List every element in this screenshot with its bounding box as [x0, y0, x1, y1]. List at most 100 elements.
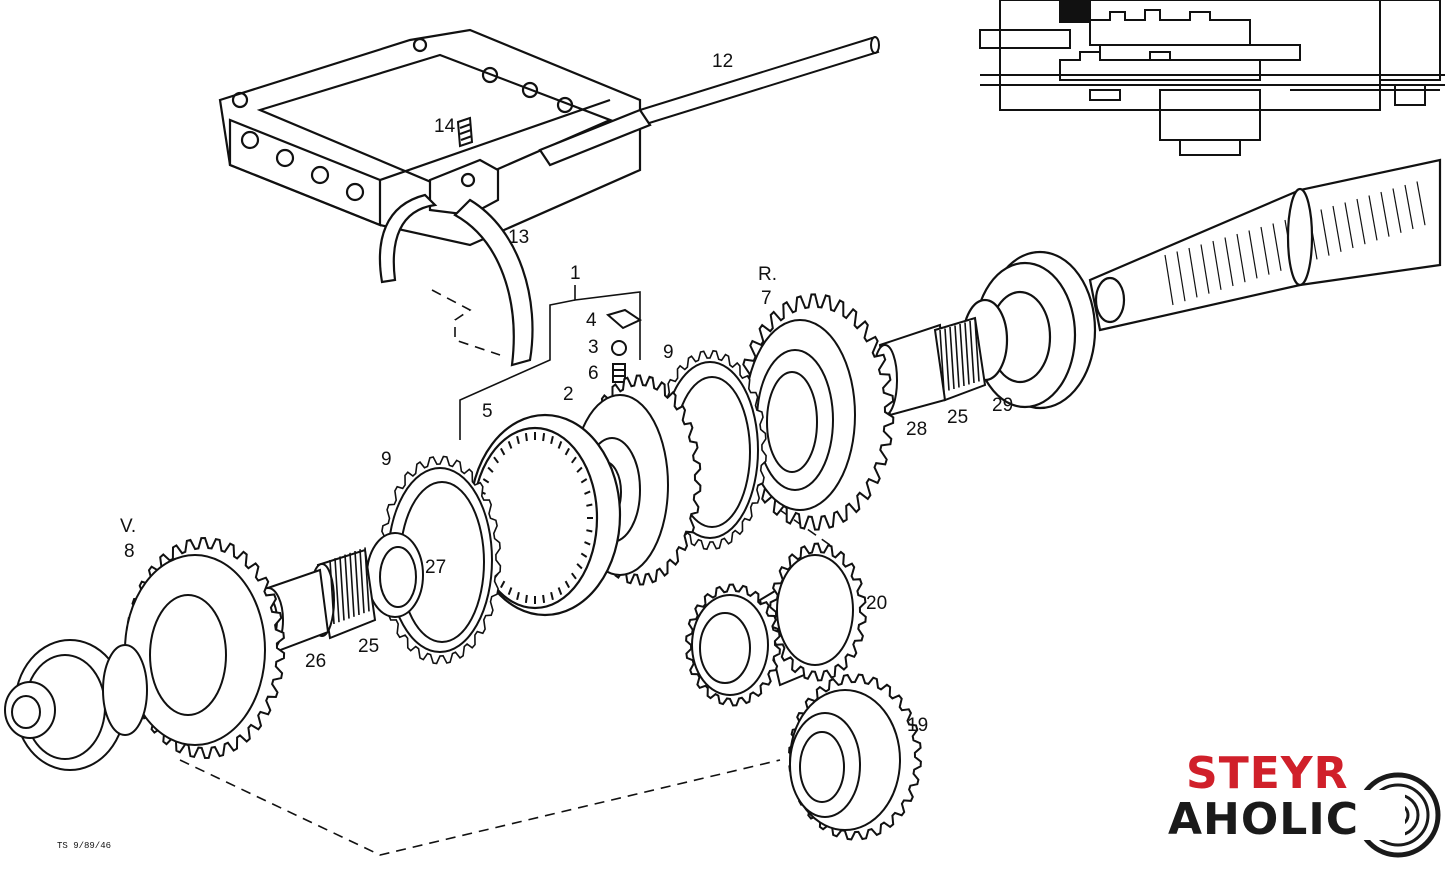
needle-roller	[974, 319, 980, 382]
shaft-spline	[1212, 240, 1222, 290]
ball-bearing-left	[4, 639, 148, 771]
needle-roller	[949, 326, 955, 390]
sleeve-tooth	[524, 594, 528, 604]
shaft-spline	[1356, 198, 1366, 245]
callout-6: 6	[588, 363, 599, 384]
sleeve-tooth	[542, 432, 546, 442]
sleeve-tooth	[507, 587, 513, 595]
sleeve-tooth	[500, 580, 506, 589]
sleeve-tooth	[580, 478, 588, 484]
callout-2: 2	[563, 384, 574, 405]
logo-line-aholic: AHOLIC	[1168, 794, 1359, 845]
shaft-spline	[1188, 247, 1198, 298]
callout-12: 12	[712, 51, 734, 72]
sleeve-tooth	[584, 541, 591, 546]
gearbox-schematic-inset	[979, 0, 1445, 156]
callout-26: 26	[305, 651, 327, 672]
callout-20: 20	[866, 593, 888, 614]
callout-1: 1	[570, 263, 581, 284]
shaft-spline	[1272, 223, 1282, 271]
callout-28: 28	[906, 419, 928, 440]
sleeve-tooth	[482, 478, 490, 484]
sleeve-tooth	[570, 572, 577, 580]
sleeve-tooth	[516, 591, 520, 601]
sleeve-tooth	[487, 466, 494, 473]
callout-8-prefix: V.	[120, 516, 137, 537]
ball-bearing-right	[961, 250, 1097, 410]
shaft-spline	[1416, 181, 1426, 226]
callout-7: 7	[761, 288, 772, 309]
forward-gear	[124, 536, 286, 760]
shaft-spline	[1392, 188, 1402, 233]
callout-27: 27	[425, 557, 447, 578]
callout-7-prefix: R.	[758, 264, 777, 285]
reverse-gear	[735, 293, 895, 531]
sleeve-tooth	[500, 447, 506, 456]
main-shaft	[1088, 158, 1442, 332]
needle-roller	[339, 556, 345, 621]
sleeve-tooth	[580, 552, 588, 558]
callout-25-left: 25	[358, 636, 380, 657]
sleeve-tooth	[586, 529, 593, 533]
sleeve-tooth	[550, 435, 554, 445]
sleeve-tooth	[542, 594, 546, 604]
callout-14: 14	[434, 116, 456, 137]
needle-roller	[354, 550, 360, 616]
callout-4: 4	[586, 310, 597, 331]
sleeve-tooth	[524, 432, 528, 442]
shift-fork	[378, 158, 534, 367]
needle-roller	[954, 325, 960, 388]
needle-roller	[349, 552, 355, 617]
shift-rail	[638, 36, 880, 126]
sleeve-tooth	[557, 587, 563, 595]
callout-5: 5	[482, 401, 493, 422]
needle-roller	[959, 323, 965, 387]
sleeve-tooth	[576, 563, 583, 570]
needle-roller	[944, 328, 950, 391]
needle-roller	[359, 549, 365, 614]
shaft-spline	[1320, 209, 1330, 256]
set-screw	[456, 116, 474, 148]
selector-housing	[218, 28, 652, 247]
needle-roller	[939, 329, 945, 393]
sleeve-tooth	[586, 503, 593, 507]
shaft-spline	[1224, 237, 1234, 287]
logo-line-steyr: STEYR	[1186, 748, 1349, 799]
callout-3: 3	[588, 337, 599, 358]
sleeve-tooth	[564, 447, 570, 456]
shaft-spline	[1260, 226, 1270, 275]
thrust-washer	[366, 532, 424, 618]
callout-8: 8	[124, 541, 135, 562]
callout-9-left: 9	[381, 449, 392, 470]
shaft-spline	[1176, 251, 1186, 302]
sleeve-tooth	[564, 580, 570, 589]
sleeve-tooth	[493, 456, 500, 464]
shaft-spline	[1344, 202, 1354, 249]
callout-9-right: 9	[663, 342, 674, 363]
needle-roller	[329, 559, 335, 625]
detent-parts	[605, 308, 643, 383]
sleeve-tooth	[516, 435, 520, 445]
target-logo-icon	[1355, 772, 1441, 858]
sleeve-tooth	[584, 490, 591, 495]
callout-13: 13	[508, 227, 530, 248]
needle-roller	[344, 554, 350, 619]
needle-roller	[364, 547, 370, 612]
shaft-spline	[1380, 191, 1390, 237]
sleeve-tooth	[557, 441, 563, 449]
needle-roller	[334, 558, 340, 623]
group-bracket	[459, 285, 641, 440]
sleeve-tooth	[550, 591, 554, 601]
shaft-spline	[1200, 244, 1210, 294]
callout-19: 19	[907, 715, 929, 736]
callout-29: 29	[992, 395, 1014, 416]
needle-roller	[969, 320, 975, 384]
drawing-code: TS 9/89/46	[57, 841, 112, 851]
shaft-spline	[1404, 184, 1414, 230]
cluster-gear	[685, 542, 867, 707]
reverse-idler-gear	[788, 673, 922, 841]
shaft-spline	[1248, 230, 1258, 279]
sleeve-tooth	[507, 441, 513, 449]
